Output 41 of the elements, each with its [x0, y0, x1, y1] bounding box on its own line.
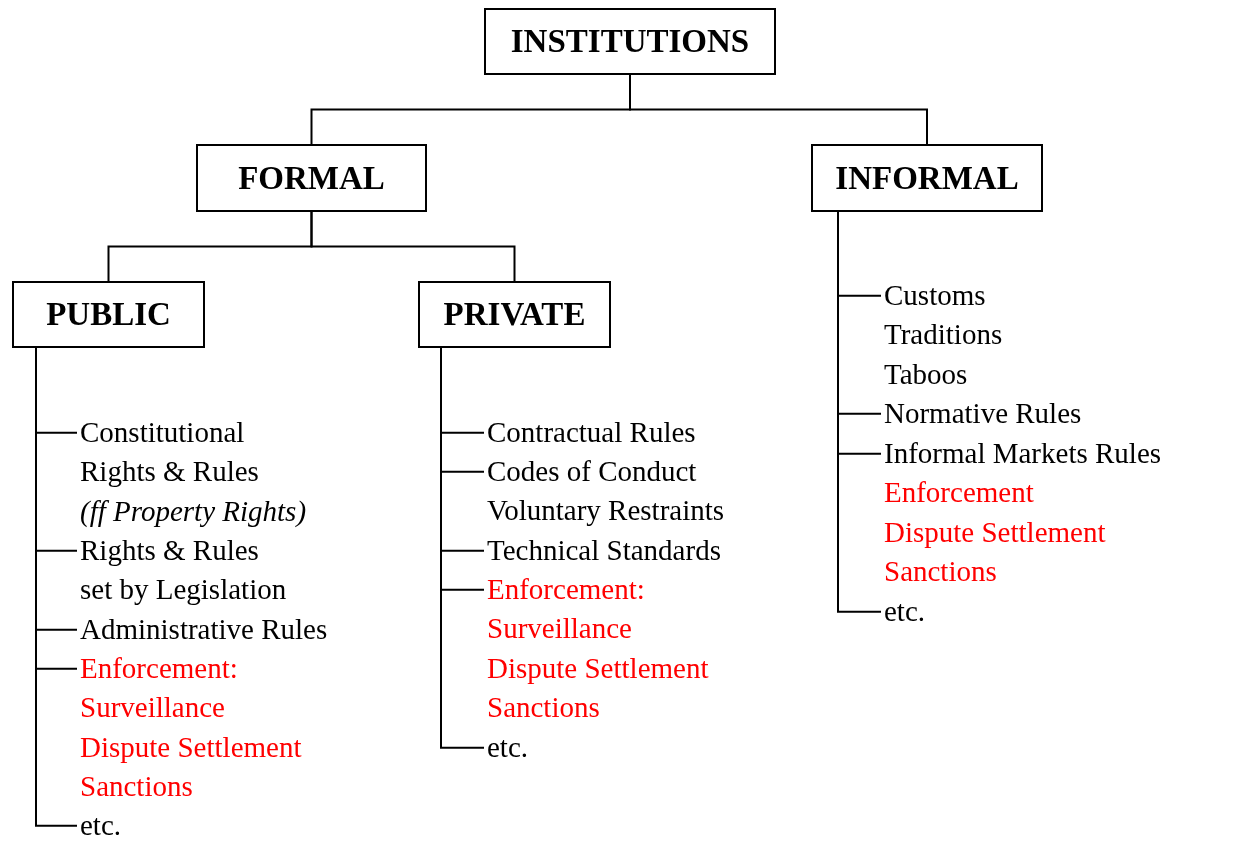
list-item-text: etc.: [884, 594, 926, 629]
list-item-text: Informal Markets Rules: [884, 436, 1162, 471]
category-box: [196, 144, 427, 212]
connector-line: [310, 211, 516, 282]
category-label: FORMAL: [238, 159, 385, 197]
category-box: [12, 281, 205, 348]
list-item-text: Dispute Settlement: [487, 650, 709, 686]
category-label: INSTITUTIONS: [510, 23, 750, 60]
category-box: [418, 281, 611, 348]
list-item-text: set by Legislation: [80, 572, 287, 608]
list-item-text: Administrative Rules: [80, 612, 328, 647]
list-item-text: Contractual Rules: [487, 415, 696, 450]
list-item-text: Surveillance: [80, 690, 225, 726]
category-label: PRIVATE: [443, 296, 586, 333]
list-item-text: Sanctions: [884, 554, 997, 590]
category-box: [811, 144, 1043, 212]
category-label: INFORMAL: [835, 159, 1019, 197]
list-item-text: Rights & Rules: [80, 454, 259, 490]
list-item-text: Voluntary Restraints: [487, 493, 725, 529]
list-item-text: Normative Rules: [884, 396, 1082, 431]
category-box: [484, 8, 776, 75]
list-item-text: Codes of Conduct: [487, 454, 697, 489]
list-item-text: etc.: [80, 808, 122, 841]
list-item-text: Sanctions: [487, 690, 600, 726]
category-label: PUBLIC: [46, 296, 171, 333]
list-item-text: etc.: [487, 730, 529, 765]
list-item-text: Sanctions: [80, 769, 193, 805]
list-item-text: Surveillance: [487, 611, 632, 647]
list-item-text: Constitutional: [80, 415, 245, 450]
connector-line: [629, 74, 928, 145]
list-item-text: Taboos: [884, 356, 968, 392]
list-item-text: Rights & Rules: [80, 533, 259, 568]
list-item-text: Enforcement: [884, 475, 1034, 511]
list-item-text: Enforcement:: [80, 651, 238, 686]
list-item-text: Customs: [884, 278, 986, 313]
list-item-text: Dispute Settlement: [884, 514, 1106, 550]
list-item-text: Enforcement:: [487, 572, 645, 607]
list-item-text: Technical Standards: [487, 533, 721, 568]
list-item-text: Traditions: [884, 317, 1003, 353]
list-item-text: Dispute Settlement: [80, 729, 302, 765]
list-item-text: (ff Property Rights): [80, 493, 307, 529]
